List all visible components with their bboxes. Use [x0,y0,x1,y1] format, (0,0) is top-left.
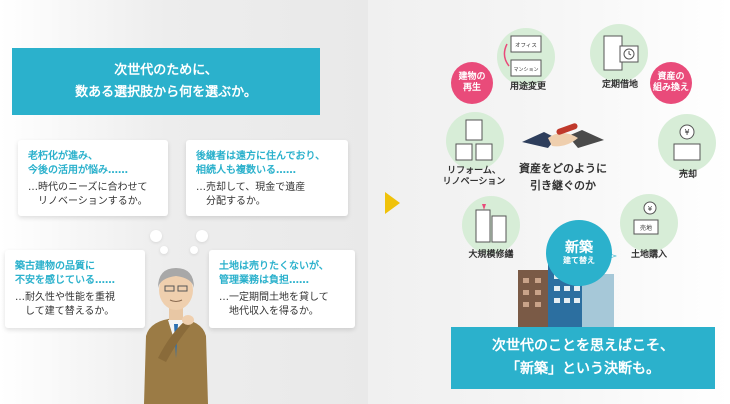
bubble-body: …耐久性や性能を重視 [15,292,115,303]
conclusion-line-2: 「新築」という決断も。 [506,361,660,377]
bubble-title: 不安を感じている…… [15,275,115,286]
option-circle-conversion: オフィス マンション [497,28,555,86]
land-sale-sign: 売地 [640,224,652,232]
option-circle-fixed-lease [590,24,648,82]
new-build-main: 新築 [565,240,593,256]
center-line-1: 資産をどのように [519,162,607,175]
renovation-label-line-1: リフォーム、 [447,166,501,176]
calendar-building-icon [603,35,639,71]
option-circle-land-purchase: ¥ 売地 [620,194,678,252]
thought-bubble-rebuild: 築古建物の品質に 不安を感じている…… …耐久性や性能を重視 して建て替えるか。 [5,250,145,328]
handshake-icon [522,123,604,148]
badge-line-1: 建物の [458,72,486,82]
thought-bubble-renovation: 老朽化が進み、 今後の活用が悩み…… …時代のニーズに合わせて リノベーションす… [18,140,168,216]
thought-dot [190,246,198,254]
bubble-title: 後継者は遠方に住んでおり、 [196,151,326,162]
badge-line-1: 資産の [657,72,685,82]
new-build-sub: 建て替え [563,256,595,265]
new-build-badge: 新築 建て替え [546,220,612,286]
renovation-icon [455,119,493,161]
bubble-body: …一定期間土地を貸して [219,292,329,303]
headline-line-1: 次世代のために、 [114,63,218,78]
bubble-body: して建て替えるか。 [15,306,115,317]
yen-sign: ¥ [684,128,689,137]
headline-line-2: 数ある選択肢から何を選ぶか。 [75,85,257,100]
bubble-title: 相続人も複数いる…… [196,165,296,176]
major-repair-icon [475,204,507,243]
option-fixed-lease-label: 定期借地 [601,80,638,90]
thought-bubble-sale: 後継者は遠方に住んでおり、 相続人も複数いる…… …売却して、現金で遺産 分配す… [186,140,348,216]
bubble-title: 今後の活用が悩み…… [28,165,128,176]
thought-bubble-lease: 土地は売りたくないが、 管理業務は負担…… …一定期間土地を貸して 地代収入を得… [209,250,355,328]
option-renovation-label: リフォーム、 リノベーション [432,166,516,188]
badge-line-2: 組み換え [652,83,689,93]
bubble-body: …時代のニーズに合わせて [28,182,148,193]
new-building-illustration [518,247,617,330]
center-question: 資産をどのように 引き継ぐのか [508,160,618,194]
flow-arrow-icon [385,192,400,214]
thought-dot [150,230,162,242]
bubble-title: 管理業務は負担…… [219,275,309,286]
bubble-body: 地代収入を得るか。 [219,306,319,317]
bubble-title: 老朽化が進み、 [28,151,98,162]
option-major-repair-label: 大規模修繕 [468,250,514,260]
yen-sign: ¥ [648,205,653,213]
conversion-icon: オフィス マンション [503,35,542,77]
businessman-illustration [144,268,208,404]
option-circle-major-repair [462,196,520,254]
conclusion-box: 次世代のことを思えばこそ、 「新築」という決断も。 [451,327,715,389]
badge-line-2: 再生 [462,83,481,93]
thought-dot [160,246,168,254]
option-conversion-label: 用途変更 [509,82,546,92]
land-purchase-icon: ¥ 売地 [633,201,659,235]
option-circle-renovation [446,112,504,170]
option-circle-sale: ¥ [658,114,716,172]
mansion-label: マンション [513,67,538,73]
category-badge-asset-reshuffle: 資産の 組み換え [650,62,692,104]
bubble-title: 土地は売りたくないが、 [219,261,329,272]
conclusion-line-1: 次世代のことを思えばこそ、 [492,338,674,354]
office-label: オフィス [515,42,537,49]
sale-icon: ¥ [673,124,701,161]
bubble-body: リノベーションするか。 [28,196,148,207]
bubble-body: …売却して、現金で遺産 [196,182,306,193]
center-line-2: 引き継ぐのか [530,179,596,192]
thought-dot [196,230,208,242]
option-sale-label: 売却 [678,170,697,180]
option-land-purchase-label: 土地購入 [630,250,667,260]
bubble-title: 築古建物の品質に [15,261,95,272]
left-headline: 次世代のために、 数ある選択肢から何を選ぶか。 [12,48,320,115]
bubble-body: 分配するか。 [196,196,266,207]
renovation-label-line-2: リノベーション [442,177,506,187]
category-badge-building-revival: 建物の 再生 [451,62,493,104]
